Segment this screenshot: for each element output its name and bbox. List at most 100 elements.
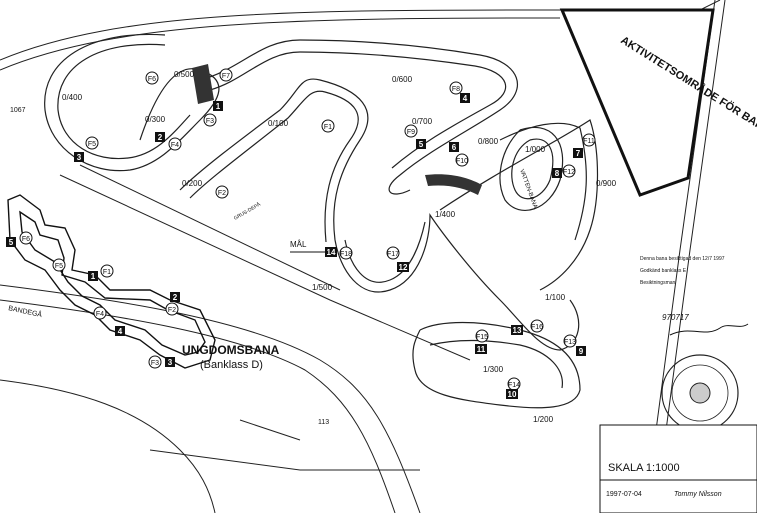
dist-1-200: 1/200 xyxy=(533,415,554,424)
finish-line: MÅL xyxy=(290,240,330,253)
svg-text:F2: F2 xyxy=(218,190,226,197)
youth-post-3: 3 xyxy=(165,357,175,367)
dist-1-500: 1/500 xyxy=(312,283,333,292)
main-track xyxy=(44,33,599,409)
svg-text:4: 4 xyxy=(118,327,123,336)
post-7: 7 xyxy=(573,148,583,158)
svg-text:5: 5 xyxy=(9,238,14,247)
distance-markers: 0/500 0/400 0/300 0/200 0/100 0/600 0/70… xyxy=(62,70,617,424)
side-distance: 1067 xyxy=(10,107,26,114)
dist-0-500: 0/500 xyxy=(174,70,195,79)
svg-text:F4: F4 xyxy=(96,311,104,318)
flag-f18: F18 xyxy=(339,246,353,260)
post-11: 11 xyxy=(475,344,487,354)
svg-text:F17: F17 xyxy=(387,251,399,258)
youth-flag-f5: F5 xyxy=(52,258,66,272)
flag-f4: F4 xyxy=(168,137,182,151)
svg-text:F8: F8 xyxy=(452,86,460,93)
dist-0-100: 0/100 xyxy=(268,119,289,128)
signature-label: Tommy Nilsson xyxy=(674,491,722,498)
post-2: 2 xyxy=(155,132,165,142)
youth-post-2: 2 xyxy=(170,292,180,302)
svg-text:12: 12 xyxy=(399,263,408,272)
svg-text:F5: F5 xyxy=(88,141,96,148)
post-6: 6 xyxy=(449,142,459,152)
svg-text:F13: F13 xyxy=(564,339,576,346)
inspection-note-2: Godkänd banklass E xyxy=(640,268,687,274)
flag-points: F1 F2 F3 F4 F5 F6 F7 F8 F9 F10 F1 1 F12 F… xyxy=(19,68,596,391)
youth-flag-f2: F2 xyxy=(165,302,179,316)
title-block: SKALA 1:1000 1997-07-04 Tommy Nilsson xyxy=(599,424,757,513)
post-1: 1 xyxy=(213,101,223,111)
dist-1-000: 1/000 xyxy=(525,145,546,154)
youth-track-class: (Banklass D) xyxy=(200,359,263,371)
svg-text:F1: F1 xyxy=(324,124,332,131)
svg-text:F7: F7 xyxy=(222,73,230,80)
svg-text:2: 2 xyxy=(173,293,178,302)
flag-f2: F2 xyxy=(215,185,229,199)
post-8: 8 xyxy=(552,168,562,178)
svg-text:9: 9 xyxy=(579,347,584,356)
svg-text:10: 10 xyxy=(508,390,517,399)
date-label: 1997-07-04 xyxy=(606,491,642,498)
svg-text:13: 13 xyxy=(513,326,522,335)
youth-post-5: 5 xyxy=(6,237,16,247)
svg-text:7: 7 xyxy=(576,149,581,158)
dist-0-300: 0/300 xyxy=(145,115,166,124)
youth-flag-f1: F1 xyxy=(100,264,114,278)
youth-flag-f3: F3 xyxy=(148,355,162,369)
svg-text:2: 2 xyxy=(158,133,163,142)
svg-text:14: 14 xyxy=(327,248,336,257)
marshal-posts: 1 2 3 4 5 6 7 8 9 10 11 12 13 14 1 2 3 4… xyxy=(6,93,586,399)
dark-sections xyxy=(192,64,482,195)
flag-f1: F1 xyxy=(321,119,335,133)
svg-text:F1: F1 xyxy=(103,269,111,276)
scale-label: SKALA 1:1000 xyxy=(608,462,680,474)
flag-f13: F13 xyxy=(563,334,577,348)
svg-text:11: 11 xyxy=(477,345,486,354)
flag-f7: F7 xyxy=(219,68,233,82)
flag-f16: F16 xyxy=(530,319,544,333)
dist-0-900: 0/900 xyxy=(596,179,617,188)
flag-f15: F15 xyxy=(475,329,489,343)
svg-text:F18: F18 xyxy=(340,251,352,258)
svg-text:F16: F16 xyxy=(531,324,543,331)
finish-label: MÅL xyxy=(290,240,307,249)
svg-text:F2: F2 xyxy=(168,307,176,314)
svg-text:6: 6 xyxy=(452,143,457,152)
svg-text:F6: F6 xyxy=(148,76,156,83)
youth-track-title: UNGDOMSBANA xyxy=(182,343,280,357)
svg-text:F9: F9 xyxy=(407,129,415,136)
svg-text:3: 3 xyxy=(77,153,82,162)
dist-0-600: 0/600 xyxy=(392,75,413,84)
flag-f12: F12 xyxy=(562,164,576,178)
dist-1-400: 1/400 xyxy=(435,210,456,219)
flag-f5: F5 xyxy=(85,136,99,150)
flag-f3: F3 xyxy=(203,113,217,127)
post-13: 13 xyxy=(511,325,523,335)
dist-0-800: 0/800 xyxy=(478,137,499,146)
svg-text:1: 1 xyxy=(91,272,96,281)
dist-1-300: 1/300 xyxy=(483,365,504,374)
flag-f9: F9 xyxy=(404,124,418,138)
youth-flag-f6: F6 xyxy=(19,231,33,245)
svg-text:F5: F5 xyxy=(55,263,63,270)
youth-track xyxy=(7,194,216,369)
water-label: VATTEN-BANA xyxy=(518,169,538,210)
post-5: 5 xyxy=(416,139,426,149)
flag-f10: F10 xyxy=(455,153,469,167)
flag-f6: F6 xyxy=(145,71,159,85)
svg-text:1: 1 xyxy=(216,102,221,111)
inspection-notes: Denna bana besiktigad den 12/7 1997 Godk… xyxy=(640,256,749,336)
youth-post-1: 1 xyxy=(88,271,98,281)
flag-f8: F8 xyxy=(449,81,463,95)
svg-text:F15: F15 xyxy=(476,334,488,341)
flag-f17: F17 xyxy=(386,246,400,260)
post-9: 9 xyxy=(576,346,586,356)
svg-text:F3: F3 xyxy=(151,360,159,367)
dist-0-700: 0/700 xyxy=(412,117,433,126)
flag-f14: F14 xyxy=(507,377,521,391)
svg-text:5: 5 xyxy=(419,140,424,149)
svg-text:F10: F10 xyxy=(456,158,468,165)
